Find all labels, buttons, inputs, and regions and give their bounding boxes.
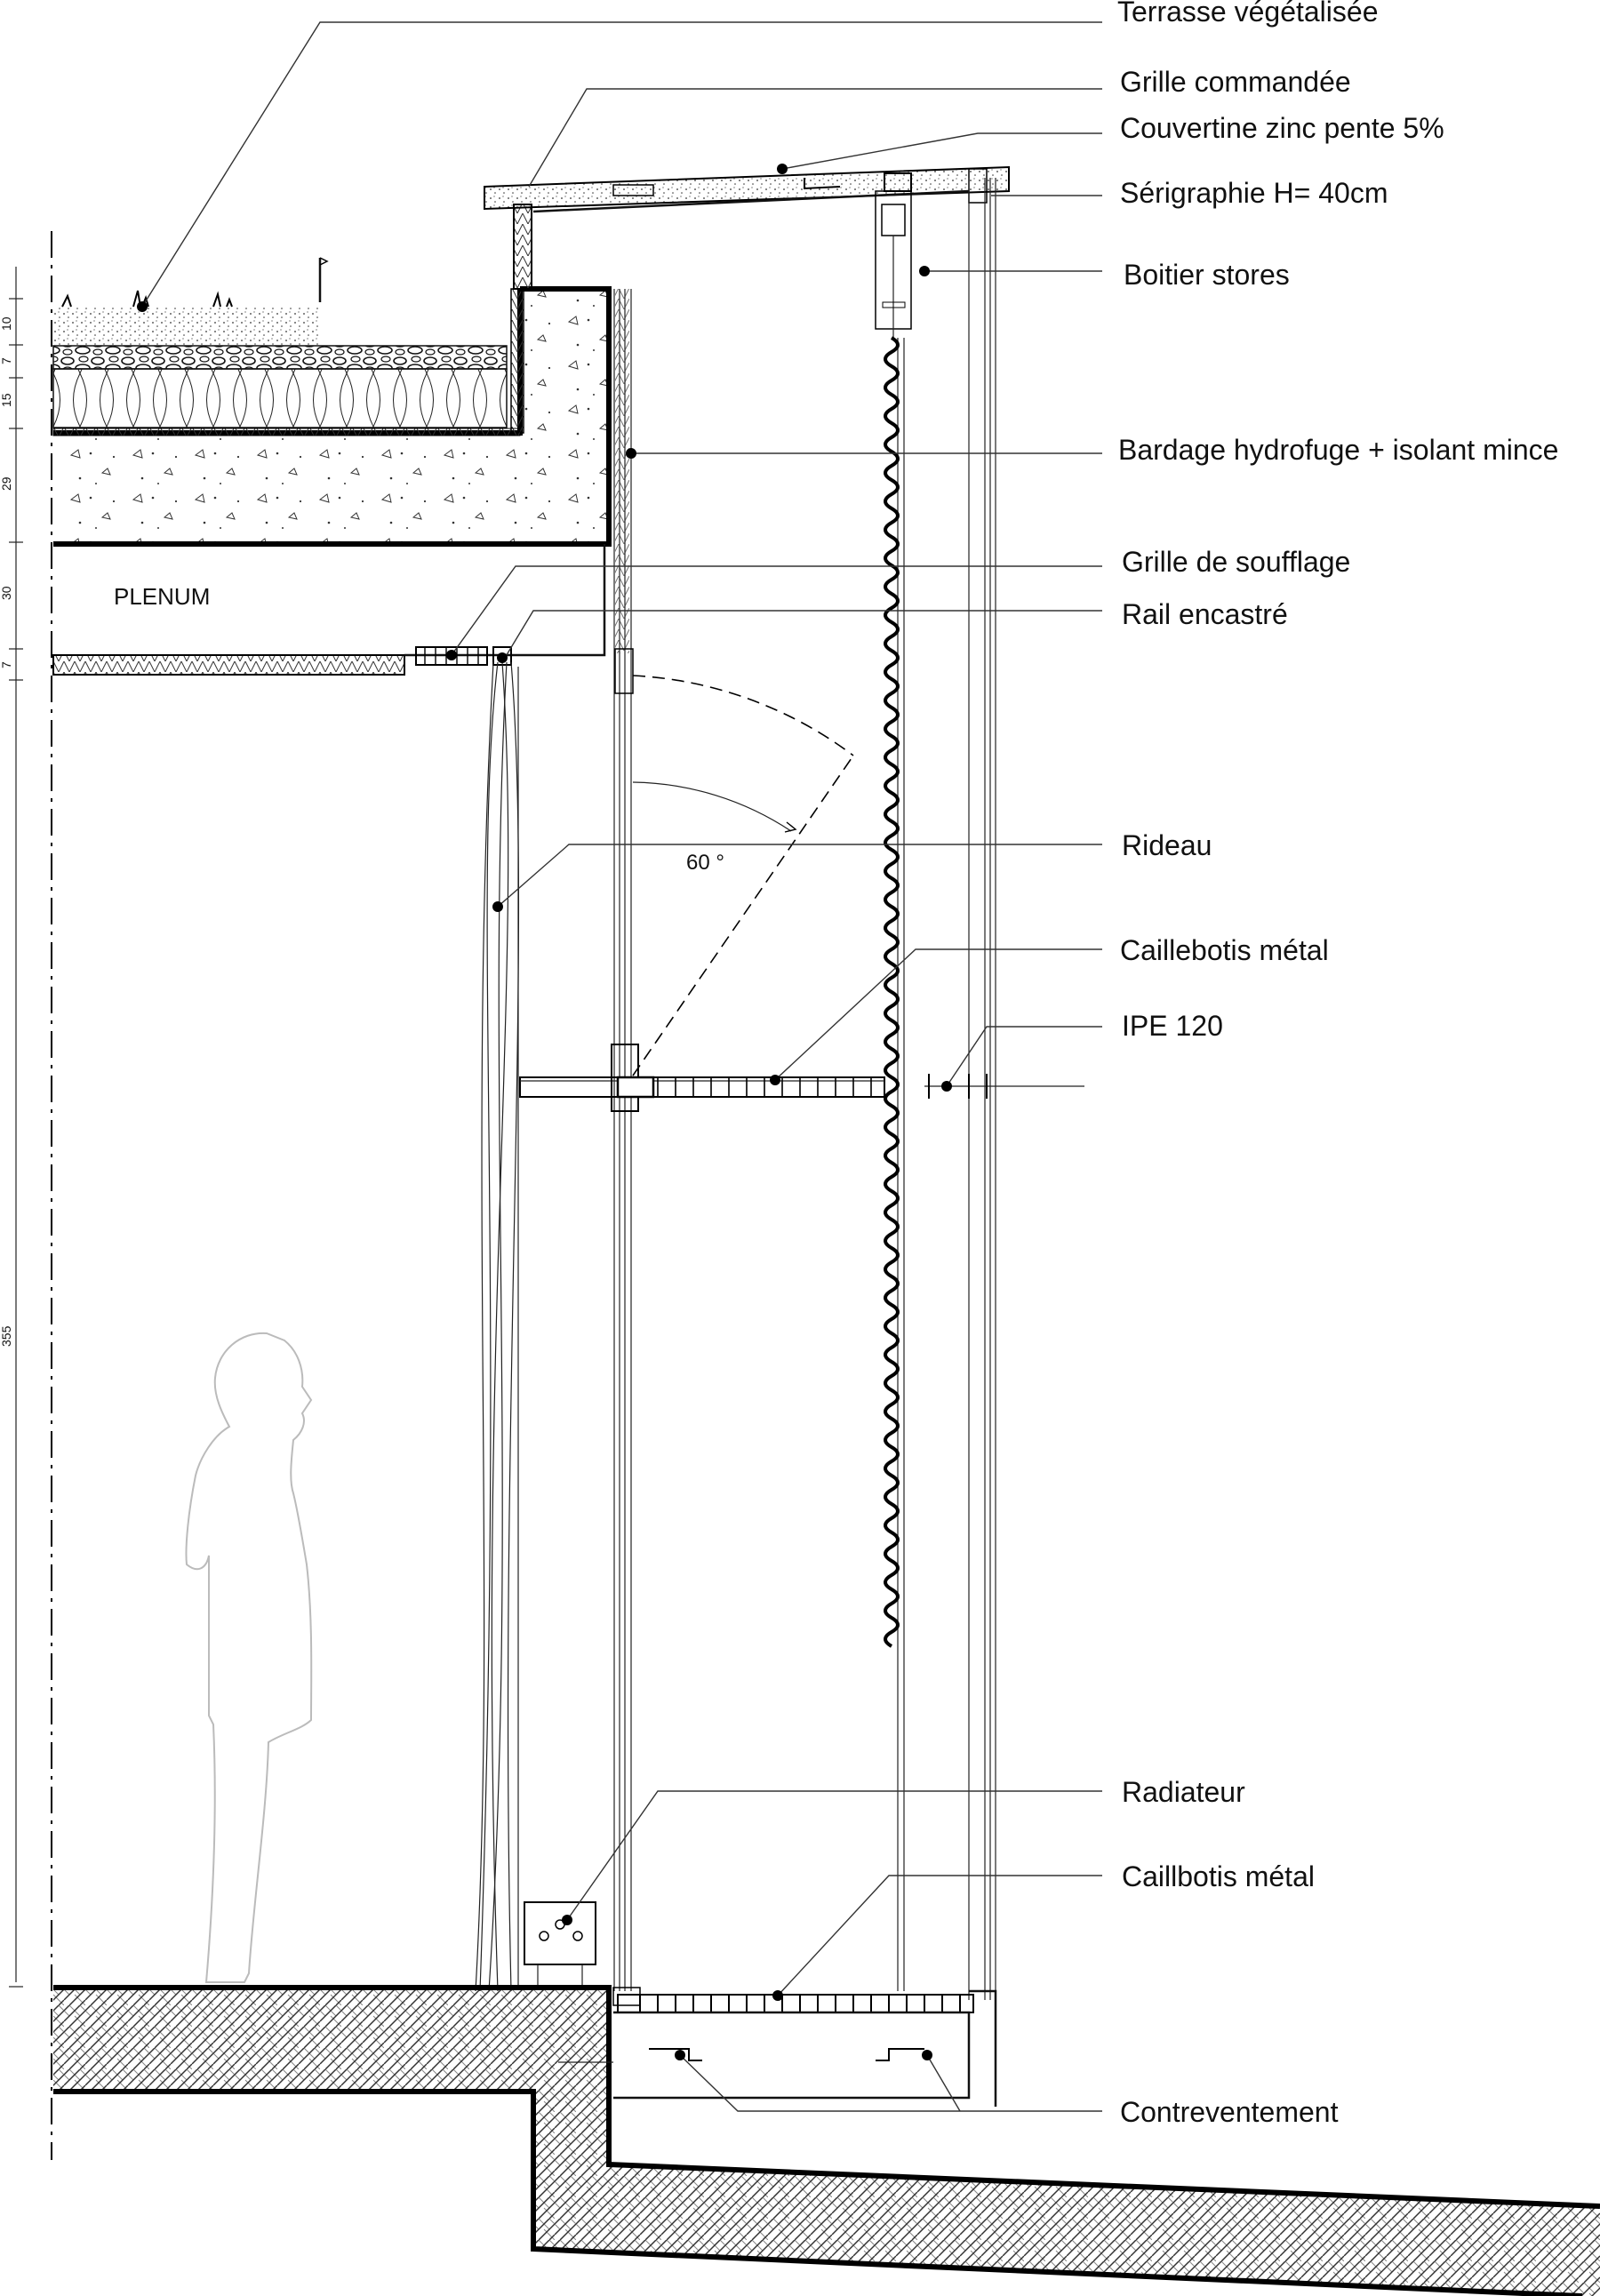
dim-355: 355 bbox=[0, 1325, 13, 1347]
label-radiateur: Radiateur bbox=[1122, 1776, 1245, 1808]
dim-15: 15 bbox=[0, 393, 13, 407]
label-rail: Rail encastré bbox=[1122, 598, 1288, 630]
fabric-blind bbox=[884, 336, 900, 1648]
roof-slab bbox=[52, 257, 612, 547]
radiator bbox=[524, 1901, 596, 1988]
dim-10: 10 bbox=[0, 316, 13, 331]
curtain bbox=[475, 661, 520, 1992]
dimension-chain: 10 7 15 29 30 7 355 bbox=[0, 267, 23, 1988]
callout-labels: Terrasse végétalisée Grille commandée Co… bbox=[1117, 0, 1558, 2128]
ground-slab bbox=[53, 1985, 1600, 2296]
dim-29: 29 bbox=[0, 476, 13, 491]
label-caillebotis-metal: Caillebotis métal bbox=[1120, 934, 1329, 966]
dim-7b: 7 bbox=[0, 661, 13, 668]
label-serigraphie: Sérigraphie H= 40cm bbox=[1120, 177, 1388, 209]
angle-label: 60 ° bbox=[686, 851, 724, 875]
label-grille-soufflage: Grille de soufflage bbox=[1122, 546, 1350, 578]
label-terrasse: Terrasse végétalisée bbox=[1117, 0, 1378, 28]
label-bardage: Bardage hydrofuge + isolant mince bbox=[1118, 434, 1558, 466]
roof-coping bbox=[484, 165, 1010, 290]
label-contreventement: Contreventement bbox=[1120, 2096, 1339, 2128]
blind-box bbox=[875, 190, 912, 338]
plenum-ceiling: PLENUM bbox=[52, 544, 606, 676]
leader-lines bbox=[137, 21, 1102, 2112]
label-grille-commandee: Grille commandée bbox=[1120, 66, 1351, 98]
opening-arc: 60 ° bbox=[632, 675, 854, 1076]
label-couvertine: Couvertine zinc pente 5% bbox=[1120, 112, 1444, 144]
mid-grating bbox=[519, 1044, 1084, 1112]
label-caillbotis-metal: Caillbotis métal bbox=[1122, 1860, 1315, 1892]
facade-frames bbox=[517, 178, 996, 2000]
label-rideau: Rideau bbox=[1122, 829, 1212, 861]
dim-30: 30 bbox=[0, 586, 13, 600]
person-silhouette bbox=[185, 1332, 313, 1983]
label-boitier: Boitier stores bbox=[1124, 259, 1290, 291]
plenum-label: PLENUM bbox=[114, 583, 210, 610]
label-ipe: IPE 120 bbox=[1122, 1010, 1223, 1042]
dim-7a: 7 bbox=[0, 357, 13, 364]
